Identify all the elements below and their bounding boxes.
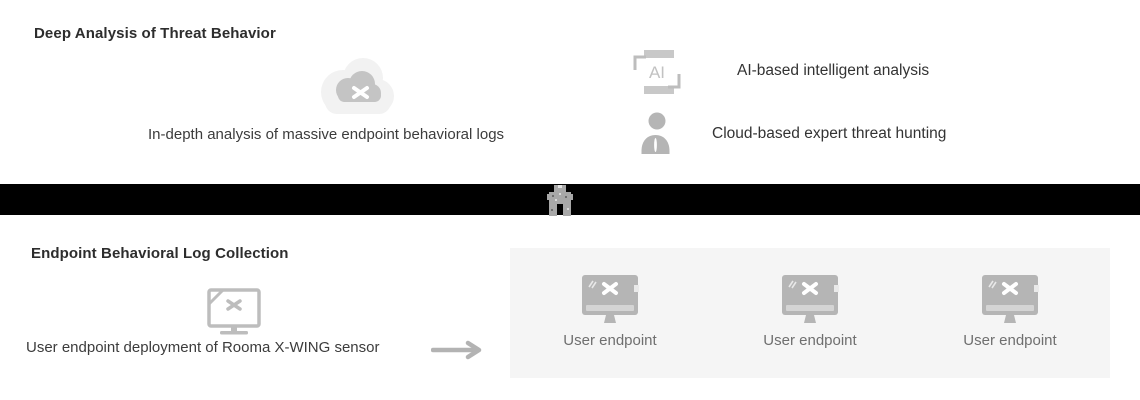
- endpoint-item: User endpoint: [510, 248, 710, 378]
- endpoint-label: User endpoint: [963, 332, 1057, 349]
- sensor-deployment-caption: User endpoint deployment of Rooma X-WING…: [26, 339, 380, 356]
- endpoint-item: User endpoint: [910, 248, 1110, 378]
- expert-person-icon: [640, 112, 671, 154]
- endpoint-panel: User endpoint User endpoint: [510, 248, 1110, 378]
- endpoint-label: User endpoint: [763, 332, 857, 349]
- monitor-xwing-outline-icon: [205, 287, 263, 335]
- right-arrow-icon: [430, 340, 483, 360]
- cloud-analysis-caption: In-depth analysis of massive endpoint be…: [148, 126, 505, 143]
- svg-text:AI: AI: [649, 63, 665, 82]
- monitor-xwing-filled-icon: [981, 274, 1039, 324]
- endpoint-label: User endpoint: [563, 332, 657, 349]
- ai-frame-icon: AI: [632, 49, 682, 95]
- monitor-xwing-filled-icon: [781, 274, 839, 324]
- bottom-section-title: Endpoint Behavioral Log Collection: [31, 245, 289, 262]
- feature-label-ai: AI-based intelligent analysis: [737, 62, 930, 79]
- endpoint-item: User endpoint: [710, 248, 910, 378]
- cloud-xwing-icon: [317, 52, 397, 118]
- feature-label-expert: Cloud-based expert threat hunting: [712, 125, 947, 142]
- monitor-xwing-filled-icon: [581, 274, 639, 324]
- xwing-bot-icon: [547, 185, 573, 216]
- top-section-title: Deep Analysis of Threat Behavior: [34, 25, 276, 42]
